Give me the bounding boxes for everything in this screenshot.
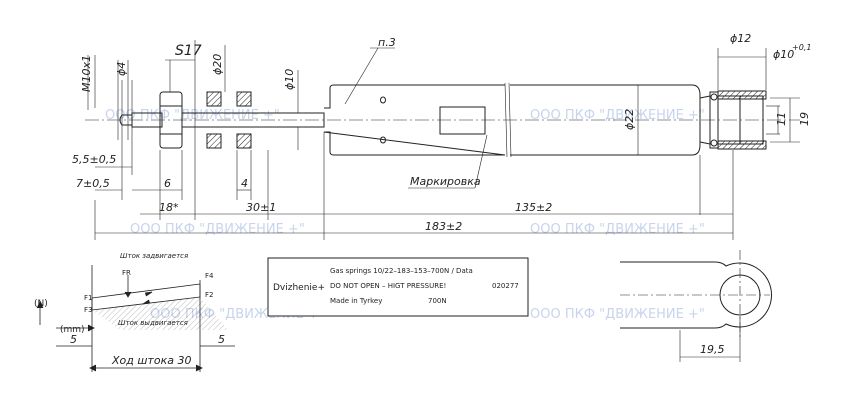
part-ref: п.3: [378, 36, 396, 49]
chart-f1: F1: [84, 294, 92, 302]
dimension-lines: [87, 40, 800, 240]
rod-dia: ϕ10: [283, 69, 296, 90]
label-code: 020277: [492, 282, 519, 290]
washer-dia: ϕ20: [211, 54, 224, 75]
force-diagram: [36, 265, 235, 372]
dim-6: 6: [164, 177, 171, 190]
watermark-2: ООО ПКФ "ДВИЖЕНИЕ +": [530, 108, 705, 123]
wrench-size: S17: [175, 43, 202, 59]
dim-18: 18*: [159, 201, 179, 214]
chart-title-bottom: Шток выдвигается: [118, 319, 188, 327]
chart-f3: F3: [84, 306, 92, 314]
gas-spring-side-view: [85, 82, 800, 158]
dim-7: 7±0,5: [76, 177, 110, 190]
chart-ylabel: (N): [34, 299, 48, 309]
eye-width-dim: ϕ12: [730, 32, 751, 45]
marking-label: Маркировка: [410, 175, 481, 188]
chart-f4: F4: [205, 272, 214, 280]
eye-end-view: [620, 250, 773, 362]
label-line3: Made in Tyrkey: [330, 297, 382, 305]
chart-stroke: Ход штока 30: [111, 354, 191, 367]
watermark-6: ООО ПКФ "ДВИЖЕНИЕ +": [530, 307, 705, 322]
dim-183: 183±2: [425, 220, 462, 233]
rod-tip-dia: ϕ4: [115, 62, 128, 76]
chart-margin-right: 5: [218, 333, 225, 346]
eye-hole-tol: +0,1: [792, 43, 811, 52]
label-line1: Gas springs 10/22–183–153–700N / Data: [330, 267, 473, 275]
side-view-dim: 19,5: [700, 343, 725, 356]
label-force: 700N: [428, 297, 447, 305]
dim-30: 30±1: [246, 201, 276, 214]
dim-4: 4: [241, 177, 248, 190]
chart-f2: F2: [205, 291, 213, 299]
eye-outer-dim: 19: [798, 112, 811, 126]
dim-135: 135±2: [515, 201, 552, 214]
eye-hole-dim: ϕ10: [773, 48, 794, 61]
watermark-3: ООО ПКФ "ДВИЖЕНИЕ +": [130, 222, 305, 237]
body-dia: ϕ22: [623, 109, 636, 130]
chart-xlabel: (mm): [60, 325, 85, 335]
watermark-4: ООО ПКФ "ДВИЖЕНИЕ +": [530, 222, 705, 237]
eye-inner-dim: 11: [775, 112, 788, 126]
thread-dim: M10x1: [80, 55, 93, 92]
dim-5-5: 5,5±0,5: [72, 153, 116, 166]
chart-fr: FR: [122, 269, 131, 277]
label-brand: Dvizhenie+: [273, 283, 325, 293]
chart-margin-left: 5: [70, 333, 77, 346]
watermark-1: ООО ПКФ "ДВИЖЕНИЕ +": [105, 108, 280, 123]
label-box: Dvizhenie+ Gas springs 10/22–183–153–700…: [267, 257, 529, 317]
chart-title-top: Шток задвигается: [120, 252, 188, 260]
label-line2: DO NOT OPEN – HIGT PRESSURE!: [330, 282, 446, 290]
